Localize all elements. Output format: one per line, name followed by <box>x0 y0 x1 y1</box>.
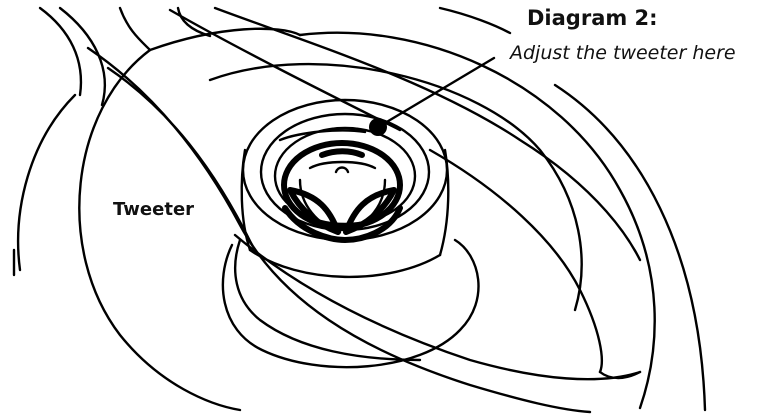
tweeter-top-highlight <box>278 129 367 142</box>
outer-rim-right-arc <box>553 83 707 412</box>
tweeter-label: Tweeter <box>113 199 195 220</box>
mount-bracket <box>38 6 212 107</box>
upper-strap-right <box>428 148 603 374</box>
bracket-top-right <box>176 6 212 38</box>
tweeter-spoke-top <box>319 148 365 158</box>
callout-pointer <box>369 56 496 136</box>
callout-dot <box>369 118 387 136</box>
speaker-cone-right-arc <box>298 31 656 410</box>
mounting-strap <box>86 46 642 414</box>
tweeter-spoke-left <box>287 187 341 235</box>
tweeter-grille-ring <box>281 140 403 230</box>
tweeter-hub-ring <box>308 160 377 170</box>
outer-rim-left-arc <box>16 93 77 272</box>
cup-bottom-lip <box>248 248 442 279</box>
tweeter-grille-bottom <box>282 205 403 243</box>
tweeter-center-arch <box>334 166 350 174</box>
top-cone-arc <box>148 27 302 52</box>
tweeter-outer-ring <box>241 98 449 242</box>
strap-right-curl <box>598 370 642 380</box>
tweeter-assembly <box>241 98 449 243</box>
callout-leader-line <box>378 56 496 128</box>
bracket-top-left <box>118 6 152 52</box>
strap-lower-loop <box>233 238 422 362</box>
diagram-caption: Adjust the tweeter here <box>510 42 736 64</box>
cup-base-ellipse <box>221 238 480 369</box>
strap-right-top <box>438 6 512 35</box>
tweeter-spoke-right <box>343 187 397 235</box>
upper-strap-top <box>213 6 642 262</box>
speaker-cone-left-arc <box>78 48 242 412</box>
bracket-outer <box>38 6 83 97</box>
inner-cone-arc <box>208 63 583 312</box>
strap-bottom-edge <box>233 233 642 381</box>
diagram-title: Diagram 2: <box>527 6 658 30</box>
strap-edge-lower <box>106 66 254 247</box>
speaker-rims <box>12 27 707 412</box>
